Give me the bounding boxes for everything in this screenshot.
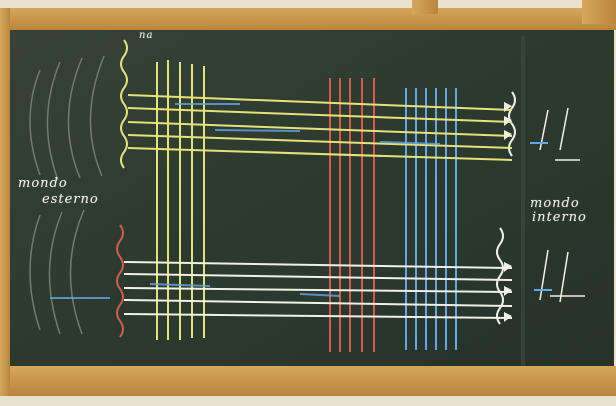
frame-post-right (582, 0, 616, 24)
right-title-line2: interno (532, 210, 587, 225)
frame-bottom (0, 366, 616, 396)
left-title-line2: esterno (42, 192, 99, 207)
right-title-line1: mondo (530, 196, 580, 211)
upper-horizontal-lines (127, 94, 513, 161)
top-vertical-note: na (139, 30, 154, 41)
left-wavy-bottom (116, 224, 124, 338)
lower-blue-strokes (50, 283, 341, 299)
frame-post-mid (412, 0, 438, 14)
left-title-line1: mondo (18, 176, 68, 191)
left-wavy-top (120, 39, 128, 169)
right-marks (539, 107, 585, 303)
lower-horizontal-lines (123, 261, 513, 319)
frame-top (0, 8, 616, 30)
red-vertical-lines (329, 78, 375, 352)
left-arcs (29, 55, 105, 335)
frame-left (0, 8, 10, 396)
right-blue-marks (530, 142, 552, 291)
right-wavy (496, 91, 516, 325)
arrowheads (504, 102, 512, 322)
upper-blue-strokes (175, 103, 441, 145)
